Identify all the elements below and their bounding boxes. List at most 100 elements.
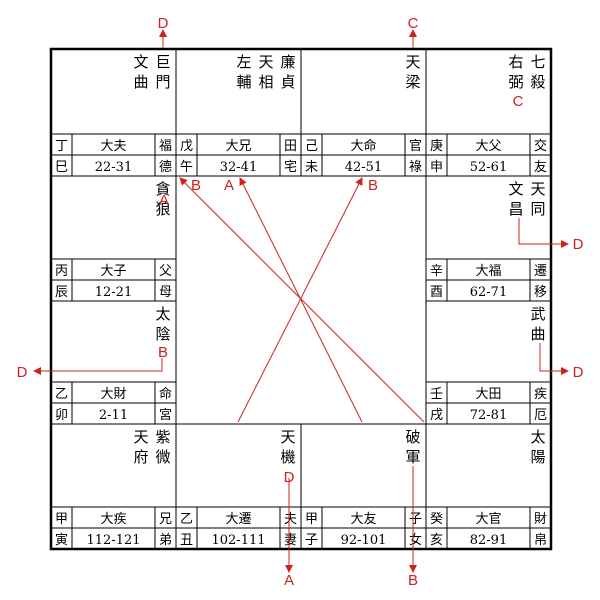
star-name: 微 [155, 448, 170, 466]
palace-branch: 子 [305, 533, 318, 548]
dayun-label: 大子 [100, 264, 126, 279]
palace-name: 父 [159, 264, 172, 279]
star-name: 輔 [236, 73, 251, 91]
dayun-label: 大友 [350, 511, 376, 527]
palace-branch: 酉 [430, 285, 443, 300]
star-name: 天 [530, 180, 545, 198]
palace-name: 夫 [284, 512, 297, 527]
palace-name: 宮 [159, 407, 172, 423]
palace-branch: 戌 [430, 408, 443, 423]
marker-labels: D C C B A B A D B D D D A B [17, 15, 584, 589]
star-name: 門 [155, 73, 170, 91]
star-name: 曲 [530, 325, 545, 343]
palace-name: 官 [409, 138, 422, 154]
star-name: 弼 [508, 73, 523, 91]
palace-stem: 乙 [55, 387, 68, 402]
star-name: 天 [258, 53, 273, 71]
marker-wenchang: D [573, 236, 584, 253]
palace-name: 母 [159, 285, 172, 300]
palace-branch: 申 [430, 160, 443, 175]
star-name: 梁 [405, 73, 420, 91]
dayun-label: 大命 [350, 138, 376, 154]
palace-name: 妻 [284, 533, 297, 548]
star-name: 廉 [280, 53, 295, 71]
palace-cells: 丁巳福德大夫22-31文曲巨門戊午田宅大兄32-41左輔天相廉貞己未官祿大命42… [55, 53, 547, 548]
marker-youbi: C [513, 93, 524, 110]
star-name: 太 [530, 428, 545, 446]
dayun-label: 大夫 [100, 139, 126, 154]
palace-branch: 卯 [55, 408, 68, 423]
palace-name: 疾 [534, 387, 547, 402]
marker-bottom-a: A [284, 572, 294, 589]
age-range: 62-71 [470, 285, 507, 300]
age-range: 112-121 [86, 533, 140, 548]
star-name: 相 [258, 73, 273, 91]
marker-bottom-b: B [408, 572, 418, 589]
marker-tianliang: B [368, 177, 378, 194]
palace-name: 遷 [534, 264, 547, 279]
marker-tianji: D [284, 469, 295, 486]
palace-name: 帛 [534, 532, 547, 548]
transformation-arrows [33, 29, 569, 573]
chart-grid [49, 47, 553, 551]
star-name: 昌 [508, 200, 523, 218]
arrow-to-b-left [179, 177, 425, 423]
age-range: 102-111 [211, 533, 265, 548]
palace-stem: 丙 [55, 264, 68, 279]
palace-stem: 辛 [430, 264, 443, 279]
star-name: 軍 [405, 448, 420, 466]
age-range: 52-61 [470, 160, 507, 175]
palace-name: 交 [534, 138, 547, 154]
palace-name: 宅 [284, 160, 297, 175]
star-name: 文 [133, 53, 148, 71]
age-range: 82-91 [470, 533, 507, 548]
arrow-left-d [33, 358, 163, 375]
palace-branch: 未 [305, 160, 318, 175]
palace-name: 財 [534, 512, 547, 527]
dayun-label: 大疾 [100, 512, 126, 527]
dayun-label: 大福 [475, 264, 501, 279]
age-range: 12-21 [95, 285, 132, 300]
star-name: 巨 [155, 53, 170, 71]
star-name: 陰 [155, 325, 170, 343]
star-name: 破 [405, 428, 420, 446]
star-name: 狼 [155, 200, 170, 218]
palace-name: 祿 [409, 160, 422, 175]
arrow-right-d-2 [539, 343, 569, 375]
dayun-label: 大兄 [225, 139, 251, 154]
star-name: 府 [133, 448, 148, 466]
star-name: 紫 [155, 428, 170, 446]
palace-branch: 午 [180, 160, 193, 175]
star-name: 文 [508, 180, 523, 198]
palace-stem: 丁 [55, 139, 68, 154]
age-range: 32-41 [220, 160, 257, 175]
arrow-to-b [237, 177, 363, 423]
star-name: 曲 [133, 73, 148, 91]
palace-name: 命 [159, 386, 172, 402]
marker-taiyin: B [158, 344, 168, 361]
palace-name: 弟 [159, 533, 172, 548]
palace-name: 友 [534, 159, 547, 175]
palace-name: 福 [159, 139, 172, 154]
star-name: 殺 [530, 73, 545, 91]
age-range: 2-11 [99, 408, 128, 423]
palace-name: 兄 [159, 512, 172, 527]
palace-name: 田 [284, 139, 297, 154]
star-name: 貪 [155, 180, 170, 198]
palace-branch: 丑 [180, 533, 193, 548]
star-name: 同 [530, 200, 545, 218]
star-name: 左 [236, 53, 251, 71]
star-name: 七 [530, 53, 545, 71]
dayun-label: 大田 [475, 387, 501, 402]
palace-stem: 庚 [430, 138, 443, 154]
dayun-label: 大財 [100, 387, 126, 402]
age-range: 42-51 [345, 160, 382, 175]
age-range: 72-81 [470, 408, 507, 423]
star-name: 右 [508, 53, 523, 71]
marker-wuqu: D [573, 364, 584, 381]
dayun-label: 大遷 [225, 512, 251, 527]
star-name: 機 [280, 448, 295, 466]
arrow-to-a [239, 177, 363, 423]
dayun-label: 大父 [475, 139, 501, 154]
